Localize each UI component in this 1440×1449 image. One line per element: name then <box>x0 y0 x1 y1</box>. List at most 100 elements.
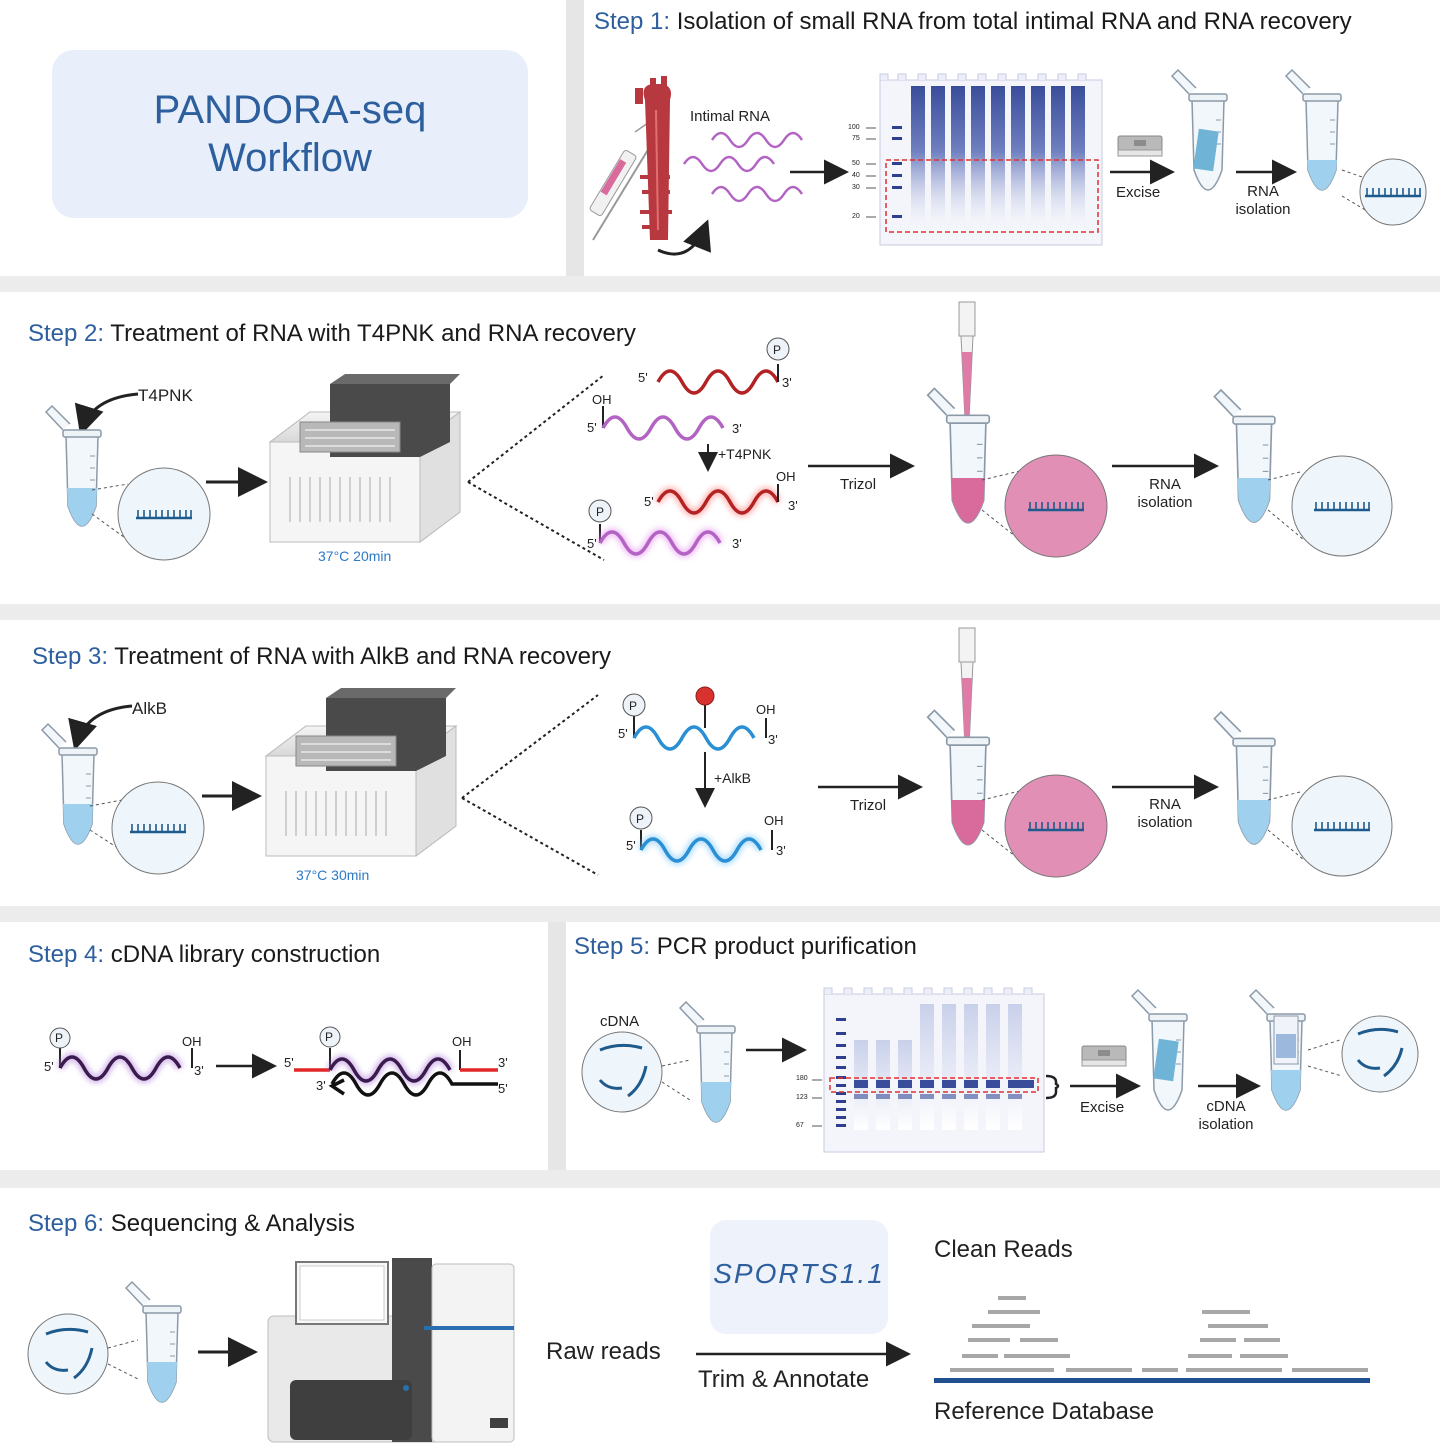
ladder-20: 20 <box>852 213 860 220</box>
aorta-icon <box>635 76 672 240</box>
zoom-circle-cdna-in <box>581 1031 663 1113</box>
step6-text: Sequencing & Analysis <box>110 1210 355 1237</box>
ladder-180: 180 <box>796 1075 808 1082</box>
label-5prime-3a: 5' <box>618 726 628 741</box>
thermocycler-icon-step3 <box>265 687 457 857</box>
step3-graphics <box>41 627 1393 878</box>
label-5prime-4b: 5' <box>284 1055 294 1070</box>
step5-number: Step 5: <box>574 933 651 960</box>
step4-number: Step 4: <box>28 941 105 968</box>
rna-red-3oh <box>656 489 780 515</box>
step1-text: Isolation of small RNA from total intima… <box>676 8 1352 35</box>
label-rna-isolation-1: RNA isolation <box>1232 183 1294 219</box>
step2-text: Treatment of RNA with T4PNK and RNA reco… <box>110 320 636 347</box>
label-3prime-2b: 3' <box>732 421 742 436</box>
label-rna-isolation-3-line2: isolation <box>1137 814 1193 831</box>
label-sports: SPORTS1.1 <box>713 1258 885 1289</box>
label-rna-isolation-2: RNA isolation <box>1132 476 1198 512</box>
razor-blade-icon-step5 <box>1081 1045 1127 1067</box>
zoom-circle-rna-3b <box>1291 775 1393 877</box>
label-5prime-4a: 5' <box>44 1059 54 1074</box>
zoom-circle-cdna-out <box>1341 1015 1419 1093</box>
step2-number: Step 2: <box>28 320 105 347</box>
aorta-to-rna-arrow <box>657 219 712 256</box>
label-plus-t4pnk: +T4PNK <box>718 446 772 462</box>
step4-graphics <box>49 1026 498 1097</box>
step6-title: Step 6: Sequencing & Analysis <box>28 1210 355 1238</box>
step5-graphics <box>581 987 1419 1153</box>
label-oh-4a: OH <box>182 1034 202 1049</box>
rna-step4-ligated <box>328 1057 452 1083</box>
step3-title: Step 3: Treatment of RNA with AlkB and R… <box>32 643 611 671</box>
label-p-3a: P <box>629 699 638 713</box>
label-condition-20min: 37°C 20min <box>318 548 392 564</box>
tube-step3-start <box>41 723 98 845</box>
step6-graphics <box>27 1258 1370 1443</box>
label-rna-isolation-2-line1: RNA <box>1149 476 1181 493</box>
label-p-4a: P <box>55 1031 64 1045</box>
label-plus-alkb: +AlkB <box>714 770 751 786</box>
label-3prime-3a: 3' <box>768 732 778 747</box>
excise-brace <box>1045 1074 1060 1100</box>
label-oh-3a: OH <box>756 702 776 717</box>
clean-reads-pileup <box>950 1296 1368 1372</box>
rna-demethylated <box>639 837 763 863</box>
zoom-circle-trizol-3 <box>1004 774 1108 878</box>
label-p-2a: P <box>773 343 782 357</box>
label-3prime-2c: 3' <box>788 498 798 513</box>
label-rna-isolation-2-line2: isolation <box>1137 494 1193 511</box>
label-cdna: cDNA <box>600 1013 640 1030</box>
label-3prime-4a: 3' <box>194 1063 204 1078</box>
ladder-75: 75 <box>852 135 860 142</box>
label-rna-isolation-3: RNA isolation <box>1132 796 1198 832</box>
step5-title: Step 5: PCR product purification <box>574 933 917 961</box>
label-oh-2c: OH <box>776 469 796 484</box>
label-3prime-3b: 3' <box>776 843 786 858</box>
step5-text: PCR product purification <box>656 933 917 960</box>
cdna-fragments-icon-out <box>1356 1027 1404 1078</box>
label-3prime-4c: 3' <box>316 1078 326 1093</box>
step4-text: cDNA library construction <box>110 941 381 968</box>
cdna-fragments-icon-in <box>598 1043 648 1098</box>
label-rna-isolation-1-line1: RNA <box>1247 183 1279 200</box>
sports-pipeline-box <box>710 1220 888 1334</box>
tube-with-gel-slice <box>1171 69 1228 191</box>
cdna-fragments-icon-seq <box>44 1327 94 1380</box>
razor-blade-icon <box>1117 135 1163 157</box>
label-5prime-2a: 5' <box>638 370 648 385</box>
label-trizol-2: Trizol <box>840 476 877 493</box>
label-5prime-2c: 5' <box>644 494 654 509</box>
step1-graphics <box>589 69 1427 256</box>
label-oh-3b: OH <box>764 813 784 828</box>
step5-gel <box>812 987 1045 1153</box>
rna-step4-input <box>58 1055 182 1081</box>
step1-gel <box>866 73 1103 246</box>
rna-purple-5oh <box>601 415 725 441</box>
tube-small-rna <box>1285 69 1342 191</box>
label-intimal-rna: Intimal RNA <box>690 108 771 125</box>
label-condition-30min: 37°C 30min <box>296 867 370 883</box>
label-p-2d: P <box>596 505 605 519</box>
banner-line-1: PANDORA-seq <box>153 88 427 132</box>
step2-title: Step 2: Treatment of RNA with T4PNK and … <box>28 320 636 348</box>
banner-line-2: Workflow <box>208 136 372 180</box>
ladder-100: 100 <box>848 124 860 131</box>
pipette-icon-step2 <box>958 301 976 421</box>
step3-text: Treatment of RNA with AlkB and RNA recov… <box>114 643 611 670</box>
tube-step3-end <box>1213 711 1276 845</box>
label-p-3b: P <box>636 812 645 826</box>
label-cdna-isolation-line1: cDNA <box>1206 1098 1246 1115</box>
tube-step2-start <box>45 405 102 527</box>
rna-methylated <box>632 725 756 751</box>
tube-step6 <box>125 1281 182 1403</box>
label-5prime-4c: 5' <box>498 1081 508 1096</box>
ladder-67: 67 <box>796 1122 804 1129</box>
label-cdna-isolation: cDNA isolation <box>1194 1098 1258 1134</box>
zoom-circle-cdna-seq <box>27 1313 109 1395</box>
label-cdna-isolation-line2: isolation <box>1198 1116 1254 1133</box>
label-3prime-2a: 3' <box>782 375 792 390</box>
pipette-icon-step3 <box>958 627 976 749</box>
step4-title: Step 4: cDNA library construction <box>28 941 380 969</box>
